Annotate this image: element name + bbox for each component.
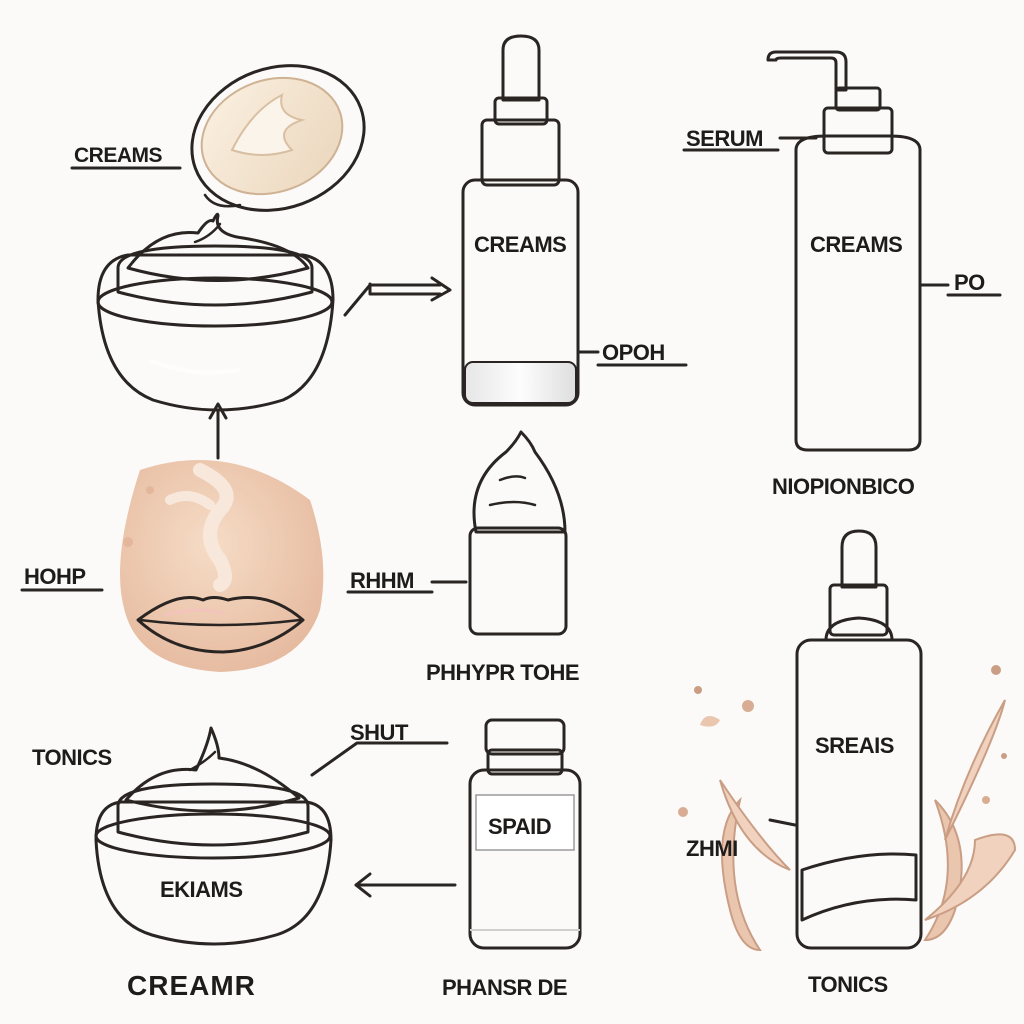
vial-label: SPAID xyxy=(488,814,551,839)
vial-top-label: SHUT xyxy=(350,720,409,745)
jar-bottom-label: EKIAMS xyxy=(160,877,243,902)
foundation-stick-icon xyxy=(470,432,566,634)
dropper-bottle-icon xyxy=(463,36,578,405)
serum-label: SERUM xyxy=(686,126,763,151)
dropper-label: CREAMS xyxy=(474,232,566,257)
arrow-to-dropper-icon xyxy=(345,278,450,315)
cream-jar-icon xyxy=(98,214,333,410)
creams-top-label: CREAMS xyxy=(74,144,162,167)
jar-pointer xyxy=(312,743,447,775)
cream-jar-icon xyxy=(96,728,331,944)
face-label: HOHP xyxy=(24,564,86,589)
face-lips-icon xyxy=(120,460,323,672)
arrow-left-icon xyxy=(356,874,455,896)
stick-caption: PHHYPR TOHE xyxy=(426,660,579,685)
stick-label: RHHM xyxy=(350,568,414,593)
dropper-side-label: OPOH xyxy=(602,340,665,365)
tonics-left-label: TONICS xyxy=(32,745,112,770)
pump-caption: NIOPIONBICO xyxy=(772,474,915,499)
cream-lid-icon xyxy=(171,42,384,234)
tonics-bottom-label: TONICS xyxy=(808,972,888,997)
vial-caption: PHANSR DE xyxy=(442,975,567,1000)
splash-side-label: ZHMI xyxy=(686,836,738,861)
arrow-up-icon xyxy=(210,404,226,458)
jar-bottom-caption: CREAMR xyxy=(127,970,256,1001)
pump-side-label: PO xyxy=(954,270,985,295)
splash-bottle-label: SREAIS xyxy=(815,733,894,758)
pump-bottle-label: CREAMS xyxy=(810,232,902,257)
